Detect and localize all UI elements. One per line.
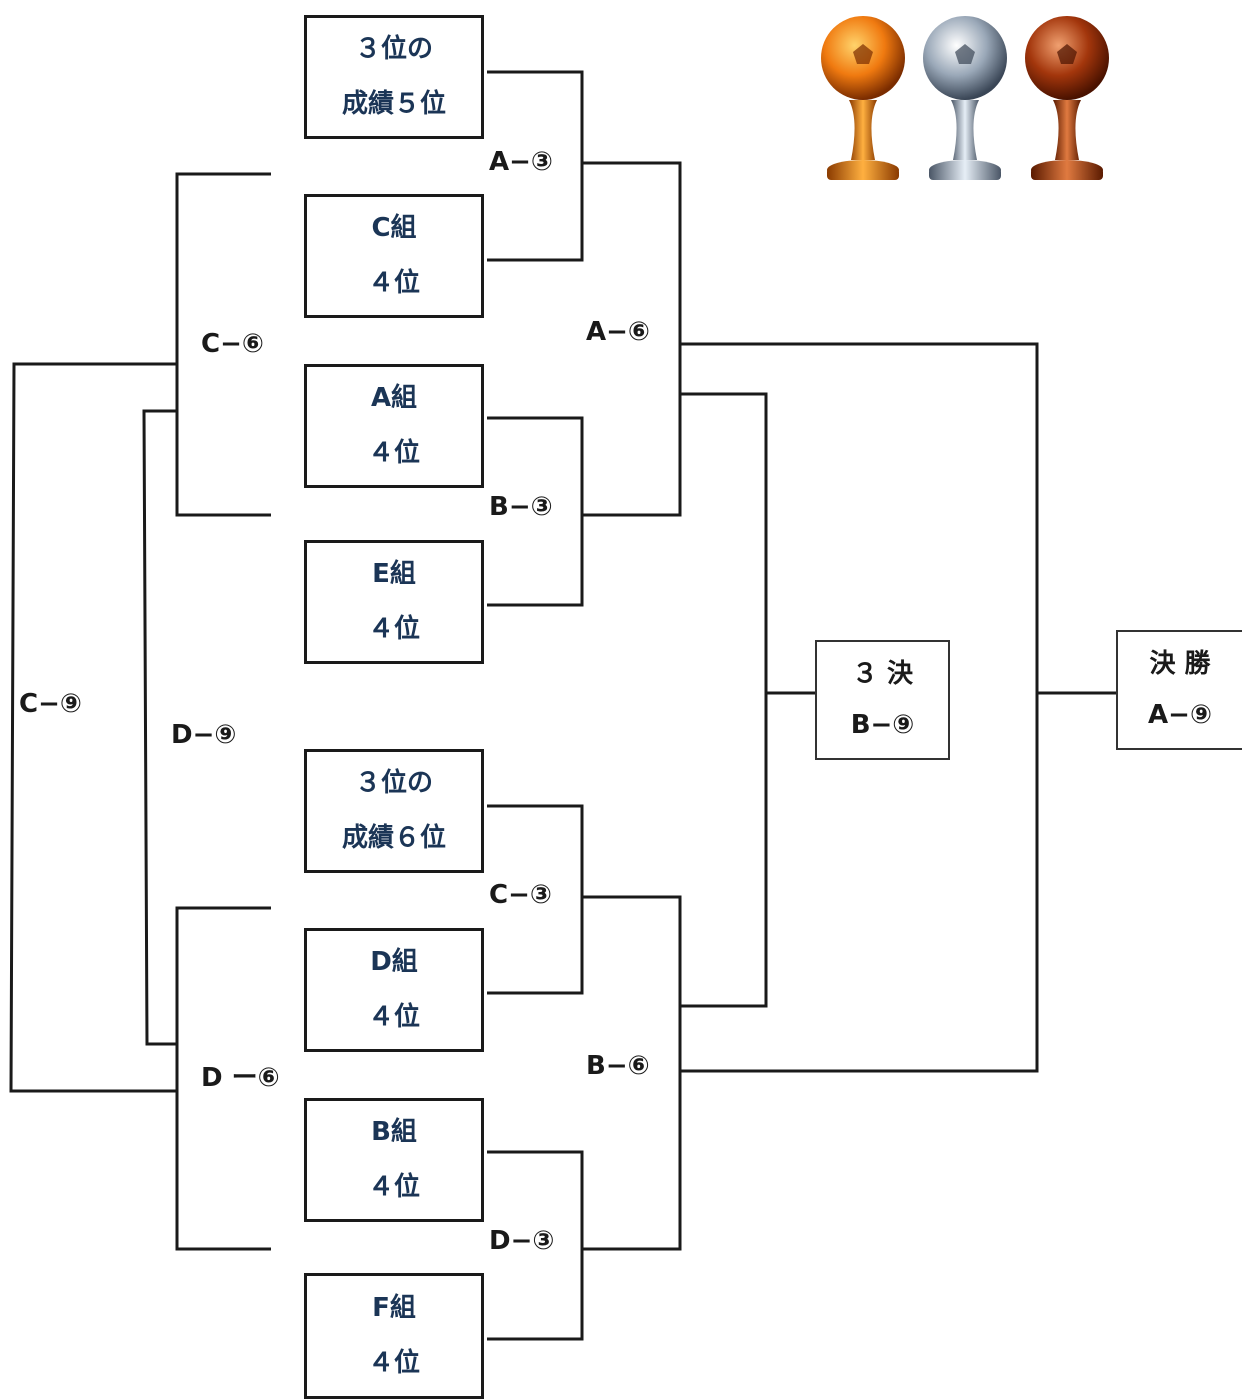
team-box-line1: E組 [372, 559, 416, 589]
silver-trophy [923, 16, 1007, 180]
third-place-title: ３ 決 [851, 659, 914, 689]
team-box-line1: D組 [370, 947, 418, 977]
team-box-line2: ４位 [367, 1002, 420, 1032]
third-place-match-id: B−⑨ [850, 710, 915, 740]
match-label-a6: A−⑥ [585, 317, 651, 347]
team-box-group-a-4th: A組 ４位 [304, 364, 484, 488]
trophies-image [821, 16, 1109, 180]
connector-c3 [487, 804, 584, 995]
team-box-group-d-4th: D組 ４位 [304, 928, 484, 1052]
connector-final [680, 342, 1039, 1073]
connector-b3 [487, 416, 584, 607]
connector-d9 [142, 409, 177, 1046]
team-box-line2: ４位 [367, 268, 420, 298]
match-label-d6: D ー⑥ [200, 1063, 281, 1093]
team-box-group-c-4th: C組 ４位 [304, 194, 484, 318]
connector-d3 [487, 1150, 584, 1341]
team-box-line1: ３位の [354, 34, 433, 64]
match-label-c3: C−③ [488, 880, 553, 910]
team-box-3rd-best-5: ３位の 成績５位 [304, 15, 484, 139]
team-box-group-b-4th: B組 ４位 [304, 1098, 484, 1222]
team-box-line2: 成績５位 [341, 89, 446, 119]
team-box-line1: ３位の [354, 768, 433, 798]
team-box-line2: 成績６位 [341, 823, 446, 853]
team-box-line2: ４位 [367, 1348, 420, 1378]
team-box-line1: A組 [370, 383, 418, 413]
team-box-line2: ４位 [367, 1172, 420, 1202]
gold-trophy [821, 16, 905, 180]
match-label-b3: B−③ [488, 492, 554, 522]
connector-c6 [175, 172, 271, 517]
team-box-group-f-4th: F組 ４位 [304, 1273, 484, 1399]
final-match-box: 決 勝 A−⑨ [1116, 630, 1242, 750]
third-place-match-box: ３ 決 B−⑨ [815, 640, 950, 760]
bronze-trophy [1025, 16, 1109, 180]
connector-third [680, 392, 768, 1008]
match-label-a3: A−③ [488, 147, 554, 177]
connector-a6 [582, 161, 682, 517]
team-box-group-e-4th: E組 ４位 [304, 540, 484, 664]
match-label-b6: B−⑥ [585, 1051, 651, 1081]
match-label-d3: D−③ [488, 1226, 556, 1256]
final-match-id: A−⑨ [1148, 700, 1212, 730]
team-box-3rd-best-6: ３位の 成績６位 [304, 749, 484, 873]
team-box-line1: C組 [371, 213, 417, 243]
connector-a3 [487, 70, 584, 262]
match-label-d9: D−⑨ [170, 720, 238, 750]
connector-d6 [175, 906, 271, 1251]
final-title: 決 勝 [1149, 649, 1211, 679]
match-label-c9: C−⑨ [18, 689, 83, 719]
team-box-line1: B組 [371, 1117, 417, 1147]
connector-b6 [582, 895, 682, 1251]
team-box-line2: ４位 [367, 438, 420, 468]
team-box-line1: F組 [372, 1293, 416, 1323]
team-box-line2: ４位 [367, 614, 420, 644]
connector-c9 [9, 362, 177, 1093]
match-label-c6: C−⑥ [200, 329, 265, 359]
